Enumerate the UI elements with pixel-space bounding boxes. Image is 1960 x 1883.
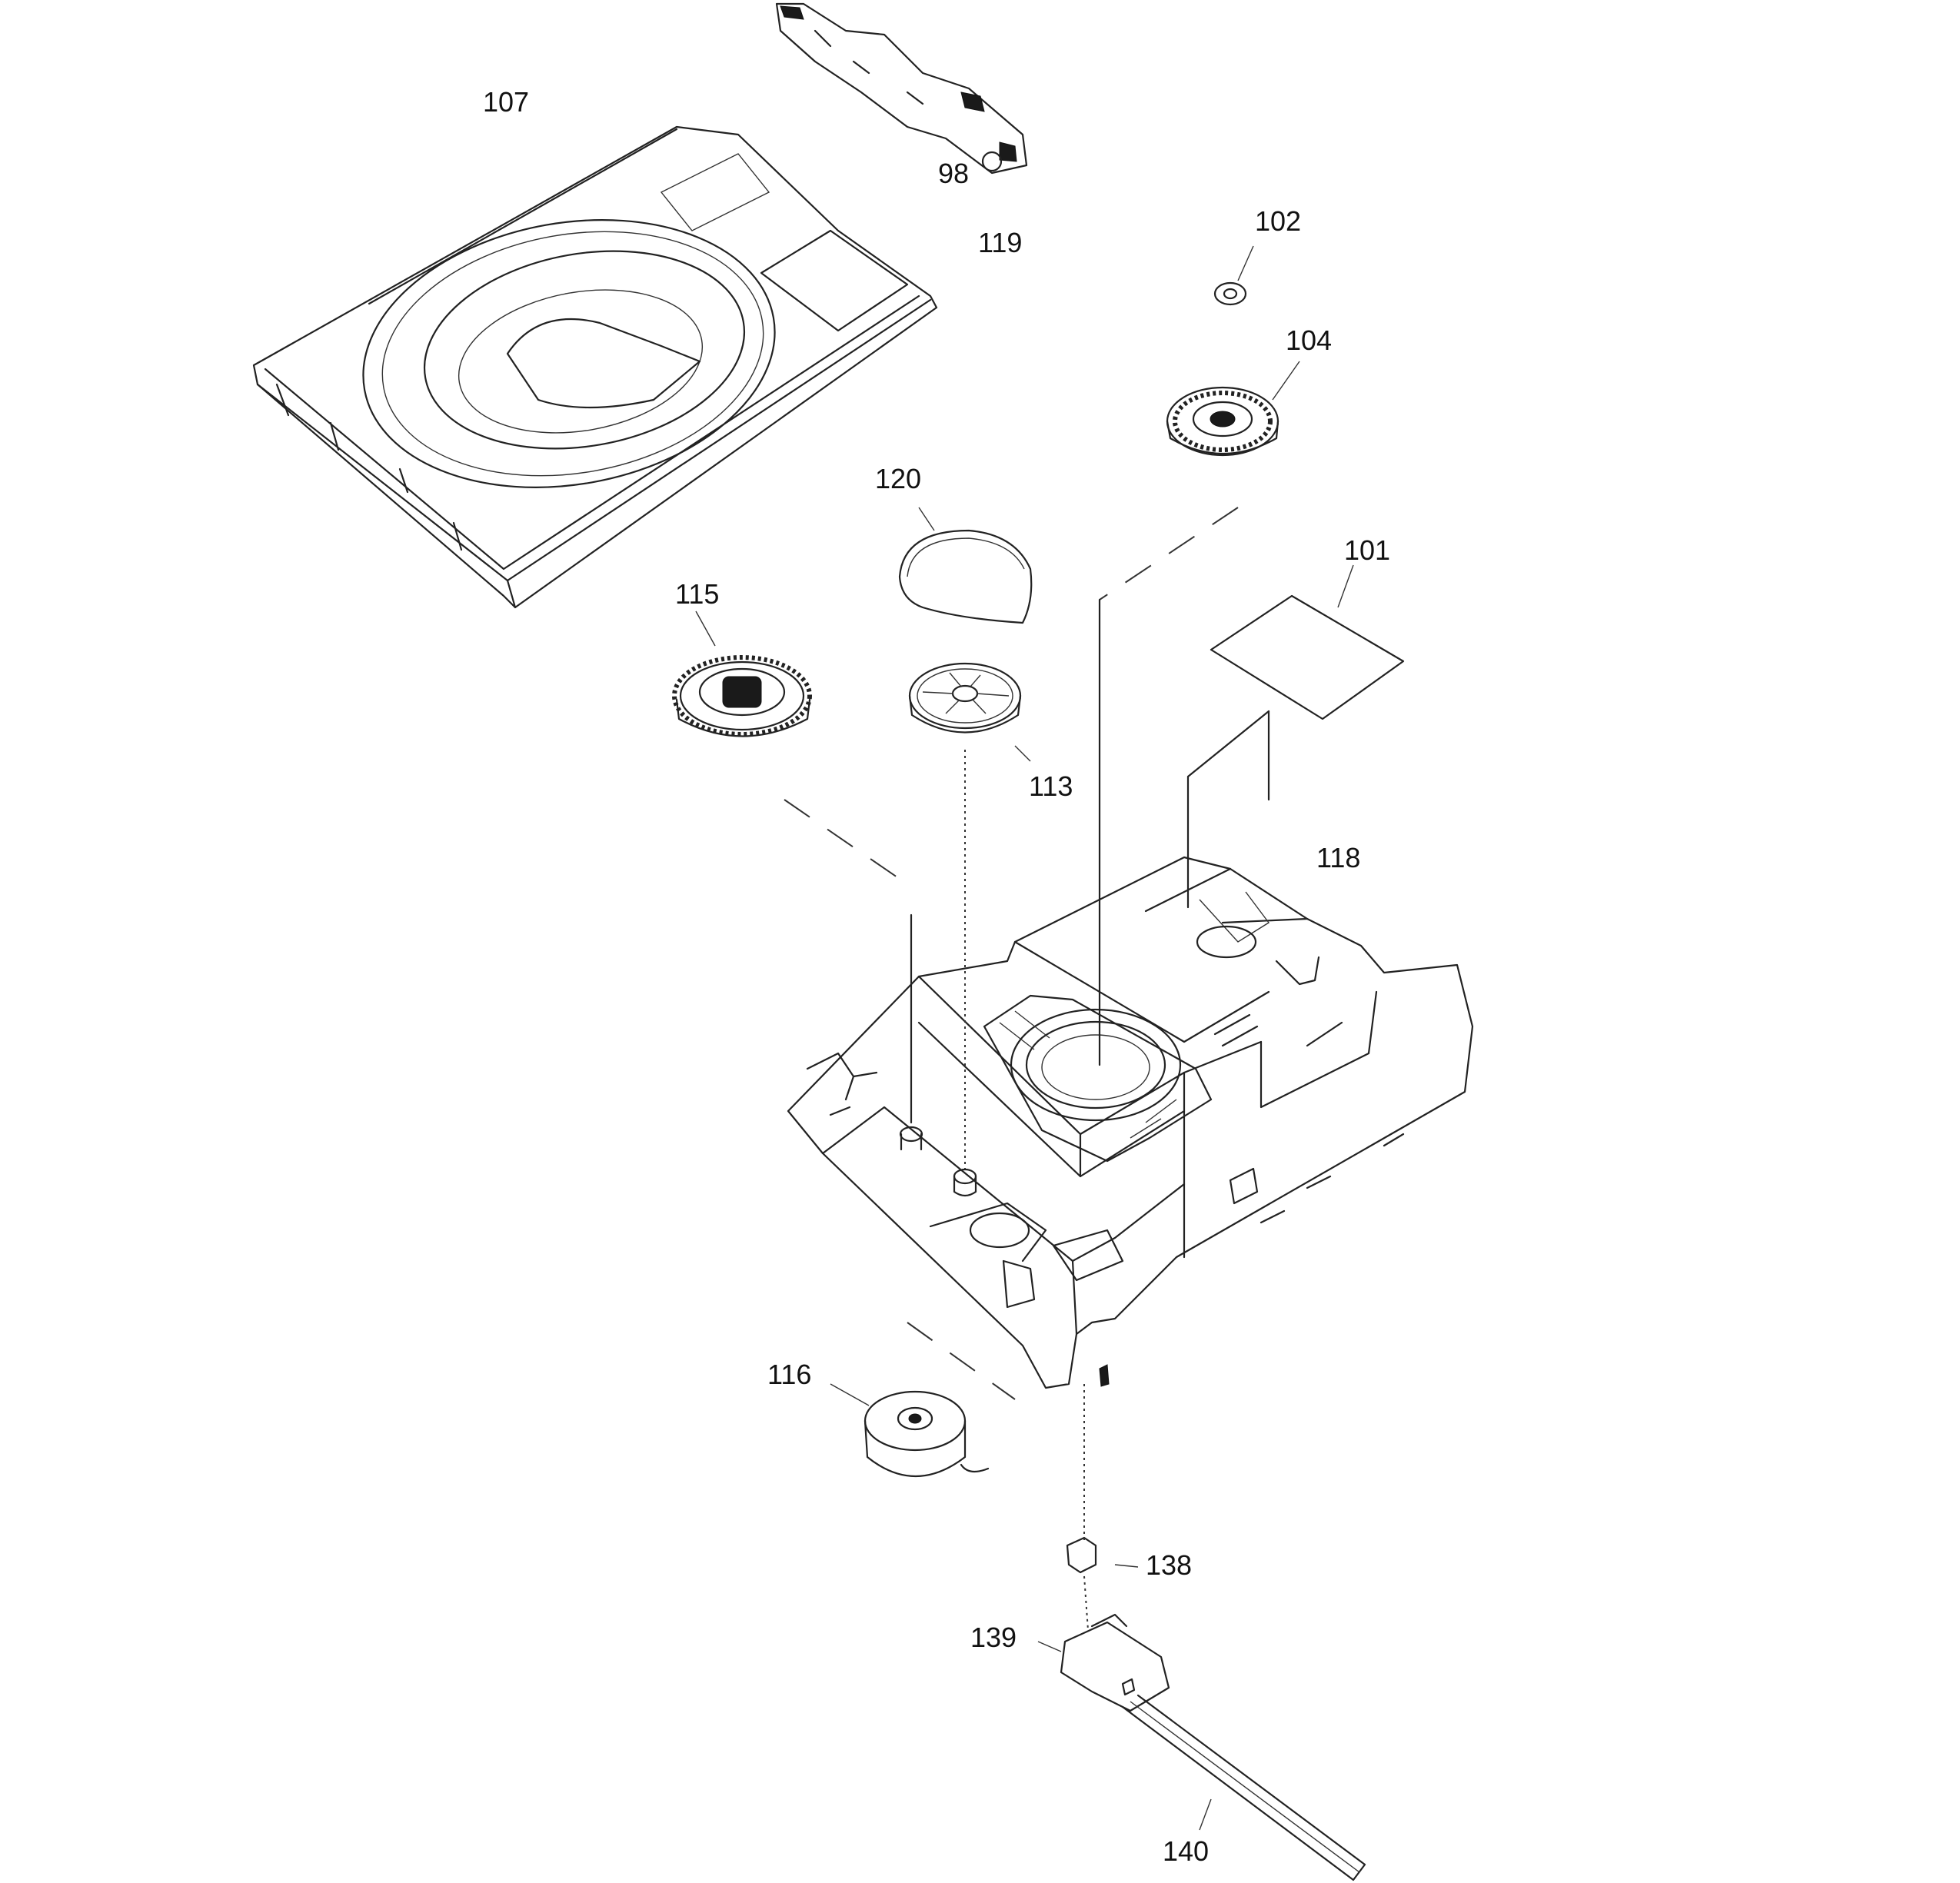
label-140: 140	[1163, 1835, 1209, 1867]
part-119-bracket	[775, 2, 1028, 175]
part-number-labels: 107 98 119 102 104 120 101 115 113 118 1…	[483, 86, 1390, 1867]
label-113: 113	[1029, 770, 1073, 802]
assembly-guide-lines	[784, 507, 1270, 1631]
part-104-clamper	[1166, 361, 1300, 457]
label-102: 102	[1255, 205, 1301, 237]
part-139-switch-board	[1037, 1613, 1170, 1712]
label-116: 116	[767, 1359, 811, 1390]
label-98: 98	[938, 158, 969, 189]
part-113-pulley	[908, 662, 1031, 762]
label-120: 120	[875, 463, 921, 494]
label-138: 138	[1146, 1549, 1192, 1581]
label-119: 119	[978, 227, 1022, 258]
part-107-disc-tray	[252, 125, 938, 609]
part-118-chassis	[787, 856, 1474, 1389]
label-118: 118	[1316, 842, 1360, 873]
label-107: 107	[483, 86, 529, 118]
part-102-washer	[1213, 245, 1254, 306]
label-115: 115	[675, 578, 719, 610]
part-138-connector	[1066, 1536, 1139, 1574]
label-139: 139	[970, 1622, 1017, 1653]
part-120-belt	[898, 507, 1033, 624]
part-140-flat-cable	[1121, 1694, 1366, 1881]
label-101: 101	[1344, 534, 1390, 566]
part-101-sheet	[1210, 564, 1405, 720]
part-116-motor	[830, 1383, 990, 1477]
label-104: 104	[1286, 324, 1332, 356]
part-115-gear	[672, 610, 812, 737]
